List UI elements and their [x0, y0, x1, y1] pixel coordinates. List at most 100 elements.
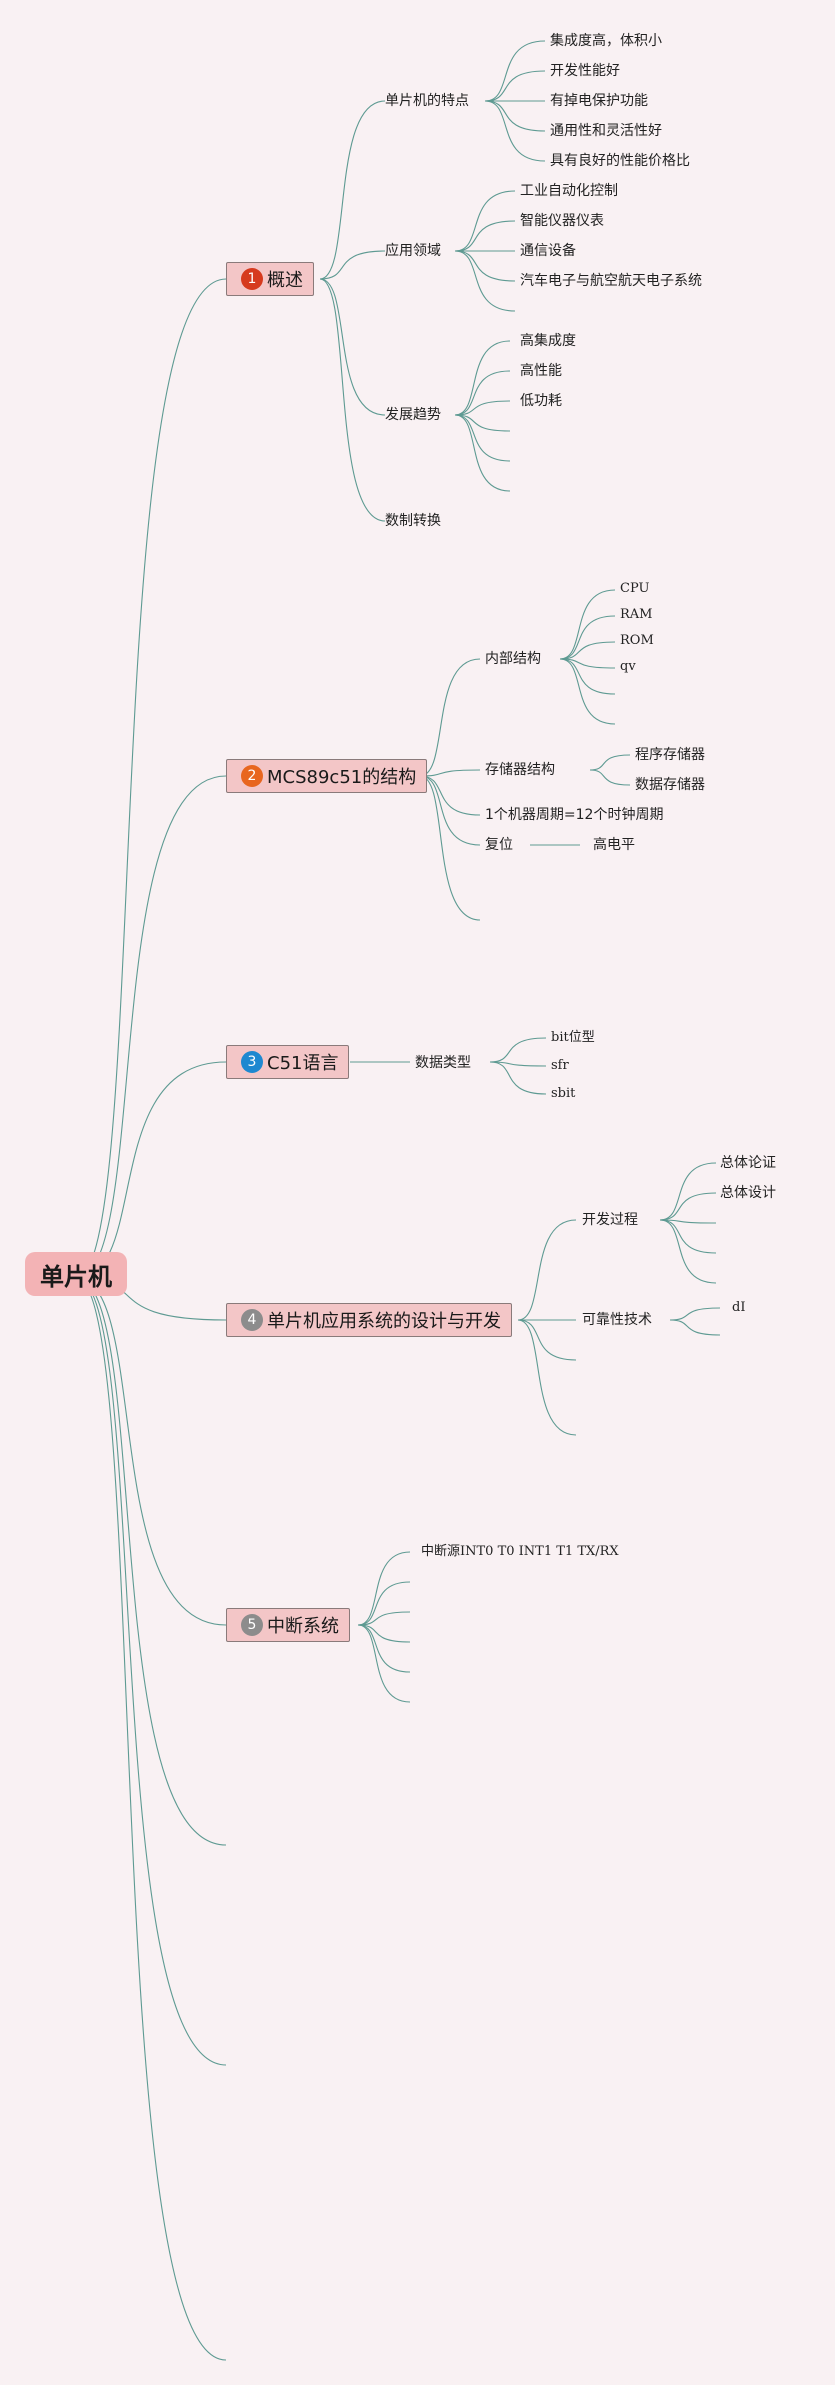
branch-connector — [419, 775, 481, 846]
leaf-connector — [484, 70, 546, 102]
subtopic-data-types[interactable]: 数据类型 — [415, 1055, 471, 1071]
leaf[interactable]: 通用性和灵活性好 — [550, 123, 662, 139]
branch-connector — [357, 1581, 411, 1626]
leaf[interactable]: 数据存储器 — [635, 777, 705, 793]
subtopic-number-conversion[interactable]: 数制转换 — [385, 513, 441, 529]
root-connector — [75, 278, 227, 1279]
number-badge: 5 — [241, 1614, 263, 1636]
leaf[interactable]: bit位型 — [551, 1030, 595, 1045]
leaf-connector — [454, 250, 516, 312]
leaf[interactable]: 高性能 — [520, 363, 562, 379]
subtopic-features[interactable]: 单片机的特点 — [385, 93, 469, 109]
leaf-connector — [489, 1061, 547, 1095]
leaf[interactable]: 高集成度 — [520, 333, 576, 349]
subtopic-development-process[interactable]: 开发过程 — [582, 1212, 638, 1228]
branch-connector — [319, 100, 386, 280]
leaf[interactable]: 高电平 — [593, 837, 635, 853]
leaf[interactable]: dI — [732, 1300, 746, 1315]
leaf[interactable]: 低功耗 — [520, 393, 562, 409]
leaf-connector — [484, 40, 546, 102]
root-connector — [75, 1277, 227, 1846]
leaf-connector — [559, 658, 616, 725]
leaf-connector — [589, 769, 631, 786]
branch-connector — [357, 1551, 411, 1626]
number-badge: 4 — [241, 1309, 263, 1331]
leaf[interactable]: 开发性能好 — [550, 63, 620, 79]
leaf-connector — [659, 1162, 717, 1221]
subtopic-trends[interactable]: 发展趋势 — [385, 407, 441, 423]
leaf-connector — [489, 1037, 547, 1063]
leaf-connector — [454, 414, 511, 432]
subtopic-reset[interactable]: 复位 — [485, 837, 513, 853]
leaf[interactable]: 工业自动化控制 — [520, 183, 618, 199]
leaf[interactable]: 总体论证 — [720, 1155, 776, 1171]
subtopic-applications[interactable]: 应用领域 — [385, 243, 441, 259]
topic-label: 概述 — [267, 270, 303, 291]
root-connector — [75, 1277, 227, 2066]
branch-connector — [357, 1611, 411, 1626]
leaf[interactable]: sbit — [551, 1086, 576, 1101]
leaf[interactable]: sfr — [551, 1058, 569, 1073]
leaf[interactable]: 智能仪器仪表 — [520, 213, 604, 229]
leaf-connector — [484, 100, 546, 132]
leaf-connector — [559, 589, 616, 660]
leaf-connector — [484, 100, 546, 162]
leaf-connector — [489, 1061, 547, 1067]
branch-connector — [517, 1319, 577, 1361]
leaf[interactable]: 有掉电保护功能 — [550, 93, 648, 109]
leaf-connector — [659, 1219, 717, 1224]
subtopic-interrupt-sources[interactable]: 中断源INT0 T0 INT1 T1 TX/RX — [421, 1544, 619, 1559]
branch-connector — [517, 1319, 577, 1436]
topic-overview[interactable]: 1 概述 — [226, 262, 314, 296]
leaf-connector — [454, 250, 516, 282]
leaf[interactable]: 具有良好的性能价格比 — [550, 153, 690, 169]
leaf-connector — [454, 400, 511, 416]
topic-label: 中断系统 — [267, 1616, 339, 1637]
topic-label: C51语言 — [267, 1053, 339, 1074]
root-topic[interactable]: 单片机 — [25, 1252, 127, 1296]
subtopic-internal-structure[interactable]: 内部结构 — [485, 651, 541, 667]
root-connector — [75, 1277, 227, 1626]
topic-label: MCS89c51的结构 — [267, 767, 417, 788]
leaf-connector — [454, 340, 511, 416]
leaf[interactable]: RAM — [620, 607, 653, 622]
leaf-connector — [669, 1307, 721, 1321]
leaf[interactable]: ROM — [620, 633, 654, 648]
subtopic-machine-cycle[interactable]: 1个机器周期=12个时钟周期 — [485, 807, 664, 823]
topic-structure[interactable]: 2 MCS89c51的结构 — [226, 759, 428, 793]
branch-connector — [357, 1624, 411, 1703]
subtopic-reliability[interactable]: 可靠性技术 — [582, 1312, 652, 1328]
topic-c51[interactable]: 3 C51语言 — [226, 1045, 350, 1079]
leaf-connector — [659, 1219, 717, 1284]
leaf-connector — [559, 658, 616, 695]
branch-connector — [357, 1624, 411, 1673]
leaf-connector — [454, 414, 511, 462]
leaf[interactable]: qv — [620, 659, 636, 674]
leaf-connector — [669, 1319, 721, 1336]
topic-system-design[interactable]: 4 单片机应用系统的设计与开发 — [226, 1303, 512, 1337]
subtopic-memory-structure[interactable]: 存储器结构 — [485, 762, 555, 778]
topic-label: 单片机应用系统的设计与开发 — [267, 1311, 501, 1332]
branch-connector — [319, 278, 386, 416]
number-badge: 3 — [241, 1051, 263, 1073]
leaf-connector — [454, 220, 516, 252]
leaf-connector — [454, 190, 516, 252]
branch-connector — [419, 775, 481, 921]
number-badge: 1 — [241, 268, 263, 290]
leaf[interactable]: 集成度高，体积小 — [550, 33, 662, 49]
branch-connector — [419, 775, 481, 816]
root-connector — [75, 775, 227, 1279]
topic-interrupt-system[interactable]: 5 中断系统 — [226, 1608, 350, 1642]
leaf[interactable]: 总体设计 — [720, 1185, 776, 1201]
leaf-connector — [559, 641, 616, 660]
leaf-connector — [589, 754, 631, 771]
leaf-connector — [559, 615, 616, 660]
leaf-connector — [659, 1219, 717, 1254]
leaf[interactable]: CPU — [620, 581, 650, 596]
leaf-connector — [559, 658, 616, 669]
leaf[interactable]: 汽车电子与航空航天电子系统 — [520, 273, 702, 289]
branch-connector — [319, 278, 386, 522]
leaf[interactable]: 程序存储器 — [635, 747, 705, 763]
leaf[interactable]: 通信设备 — [520, 243, 576, 259]
